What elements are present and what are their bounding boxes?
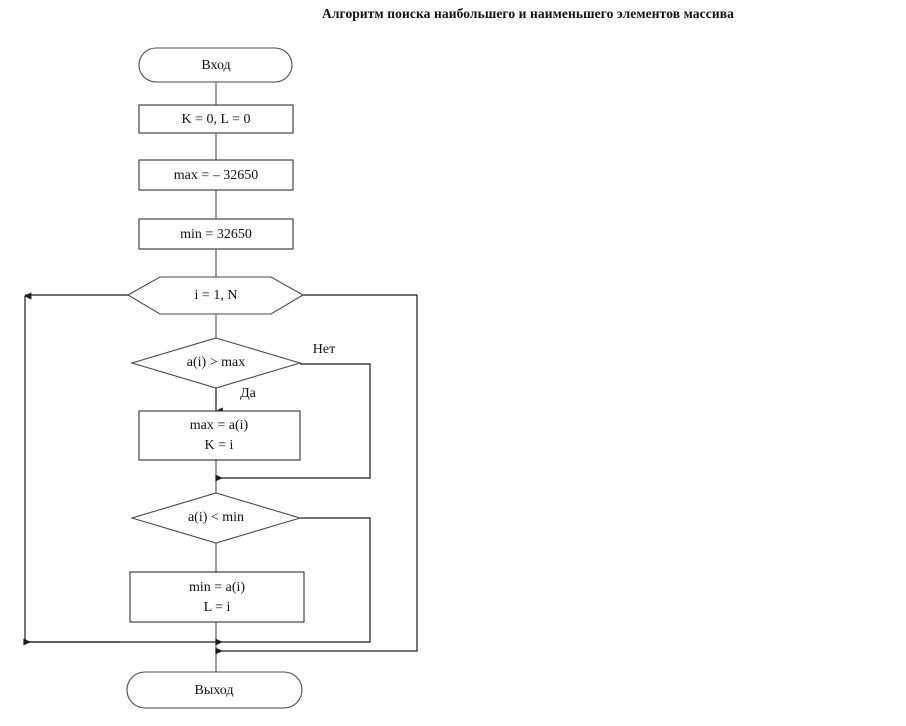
node-init-min-label: min = 32650 [180, 227, 252, 242]
node-assign-max-box [138, 410, 301, 461]
branch-no-min-path [215, 517, 371, 646]
node-end-label: Выход [195, 683, 234, 698]
node-assign-min-box [129, 571, 305, 623]
node-cond-max-diamond [130, 337, 302, 389]
node-init-kl-label: K = 0, L = 0 [182, 112, 251, 127]
loop-right-return-path [215, 294, 418, 655]
node-assign-max-line1: max = a(i) [190, 418, 249, 433]
branch-label-yes-max: Да [240, 386, 257, 401]
node-init-max-box [138, 159, 294, 191]
branch-no-max-path [215, 363, 371, 482]
node-init-max-label: max = – 32650 [174, 168, 259, 183]
branch-label-no-max: Нет [313, 342, 335, 357]
node-end-terminator [126, 671, 303, 709]
node-cond-max-label: a(i) > max [187, 355, 245, 370]
node-assign-min-line1: min = a(i) [189, 580, 245, 595]
node-start-label: Вход [201, 58, 230, 73]
node-start-terminator [138, 47, 293, 83]
page-title: Алгоритм поиска наибольшего и наименьшег… [322, 6, 734, 21]
node-cond-min-label: a(i) < min [188, 510, 244, 525]
node-loop-label: i = 1, N [195, 288, 238, 303]
node-init-kl-box [138, 104, 294, 134]
node-assign-min-line2: L = i [204, 600, 231, 615]
node-assign-max-line2: K = i [205, 438, 234, 453]
node-init-min-box [138, 218, 294, 250]
node-cond-min-diamond [130, 492, 302, 544]
node-loop-hexagon [126, 276, 305, 315]
